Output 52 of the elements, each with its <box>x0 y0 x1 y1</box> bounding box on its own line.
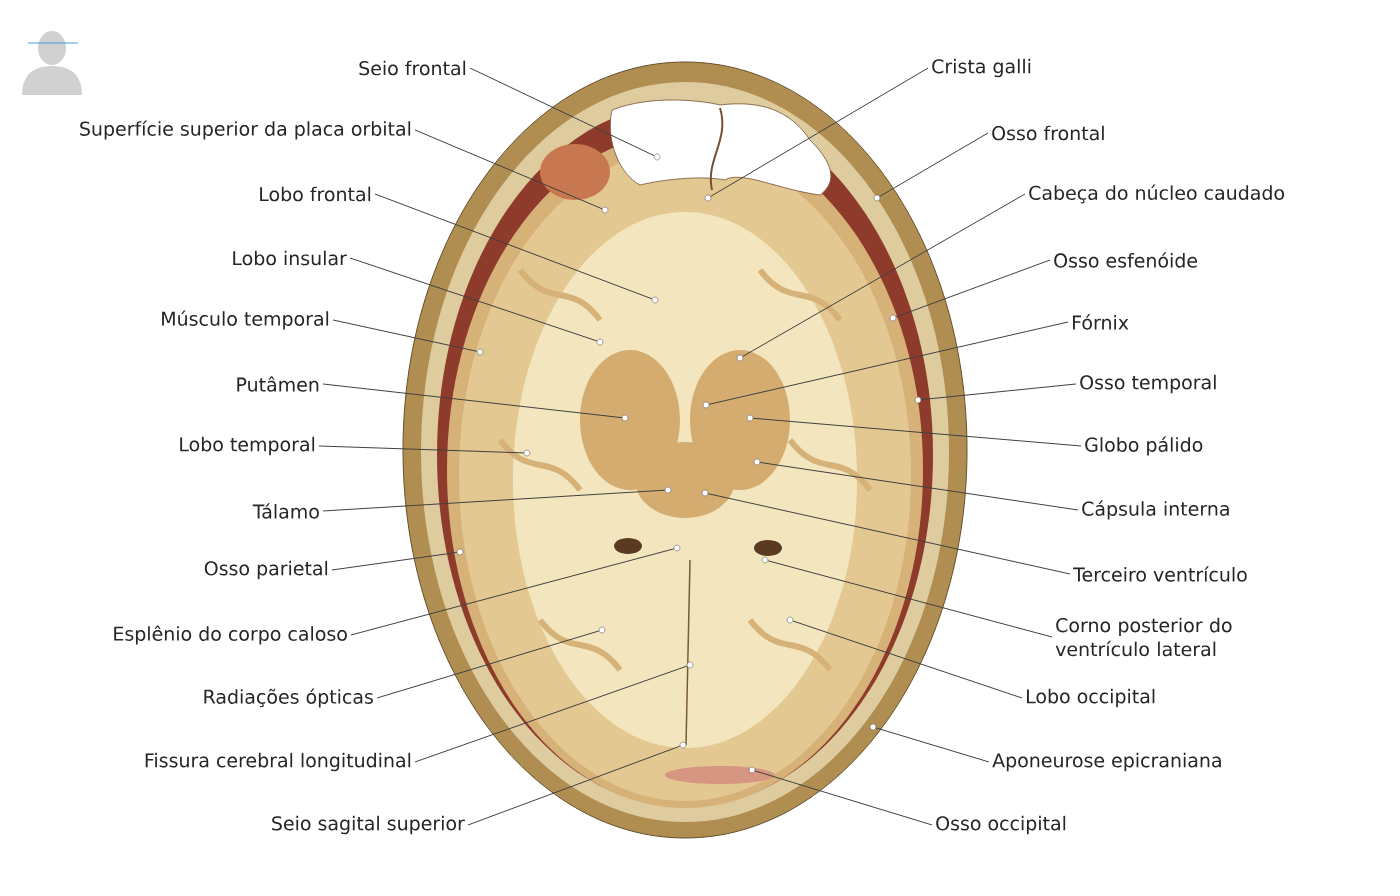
label-text: Osso parietal <box>204 560 328 580</box>
leader-line <box>322 489 666 512</box>
label-text: Esplênio do corpo caloso <box>114 625 347 645</box>
leader-line <box>742 193 1026 357</box>
label-text: Lobo frontal <box>260 186 371 202</box>
leader-line <box>752 417 1082 447</box>
leader-line <box>414 129 603 210</box>
label-text: Osso frontal <box>992 125 1104 141</box>
leader-line <box>467 745 681 826</box>
label-text: Lobo temporal <box>180 436 315 456</box>
label-text: Osso temporal <box>1080 374 1216 394</box>
label-text: Superfície superior da placa orbital <box>80 120 411 140</box>
label-text: Putâmen <box>237 376 319 392</box>
leader-line <box>710 67 929 197</box>
leader-line <box>792 620 1023 699</box>
label-text: Lobo insular <box>233 250 347 266</box>
label-text: Fissura cerebral longitudinal <box>145 752 411 772</box>
leader-line <box>332 319 478 352</box>
leader-line <box>331 551 458 571</box>
label-text: Seio sagital superior <box>272 815 465 835</box>
label-text: Globo pálido <box>1085 436 1203 456</box>
leader-line <box>920 383 1077 401</box>
leader-line <box>707 493 1071 575</box>
label-text: Tálamo <box>252 503 319 519</box>
label-text: Cápsula interna <box>1082 500 1229 520</box>
leader-line <box>350 548 675 636</box>
label-text: Osso esfenóide <box>1054 252 1198 268</box>
leader-line <box>374 193 653 300</box>
leader-line <box>895 259 1051 318</box>
leader-line <box>767 560 1053 638</box>
label-text: Radiações ópticas <box>204 688 373 708</box>
leader-line <box>879 132 989 197</box>
leader-line <box>414 665 688 763</box>
leader-line <box>376 630 600 699</box>
label-text: Aponeurose epicraniana <box>992 752 1221 772</box>
leader-line <box>318 445 525 454</box>
label-text: Osso occipital <box>936 815 1066 835</box>
leader-line <box>875 727 990 763</box>
label-text: Seio frontal <box>359 60 466 76</box>
label-text: Lobo occipital <box>1027 688 1155 708</box>
leader-line <box>708 321 1069 405</box>
label-text: Cabeça do núcleo caudado <box>1029 184 1285 204</box>
label-text: Fórnix <box>1073 314 1129 330</box>
leader-line <box>322 383 623 419</box>
leader-line <box>349 257 598 342</box>
label-text: Corno posterior do ventrículo lateral <box>1055 617 1232 657</box>
leader-line <box>759 462 1079 511</box>
label-text: Crista galli <box>932 58 1031 78</box>
label-text: Terceiro ventrículo <box>1073 566 1247 582</box>
leader-line <box>754 770 933 826</box>
label-text: Músculo temporal <box>162 310 329 330</box>
leader-line <box>469 67 655 157</box>
